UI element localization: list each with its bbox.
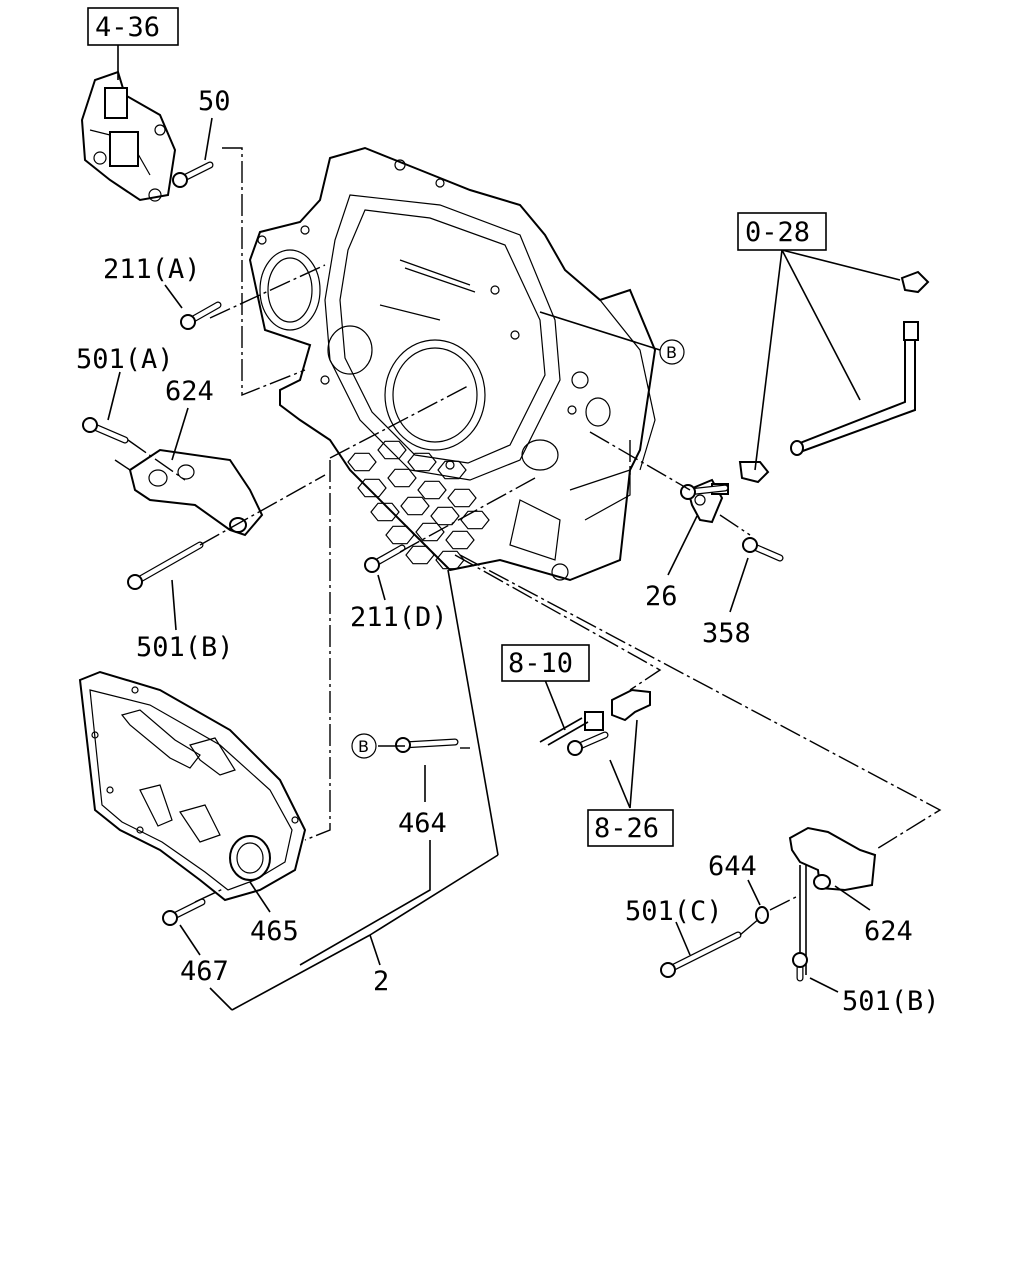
honeycomb-cell [370, 502, 400, 522]
honeycomb-cell [435, 550, 465, 570]
bracket-624-lower [788, 826, 877, 975]
label-b-upper[interactable]: B [666, 343, 677, 362]
bolt-501c [660, 931, 742, 978]
ref-box-0-28 [737, 212, 827, 251]
label-26[interactable]: 26 [645, 581, 678, 612]
ref-8-26[interactable]: 8-26 [594, 813, 659, 844]
honeycomb-cell [347, 452, 377, 472]
label-501b-right[interactable]: 501(B) [842, 986, 940, 1017]
ref-box-8-10 [501, 644, 590, 682]
label-211a[interactable]: 211(A) [103, 254, 201, 285]
label-624-upper[interactable]: 624 [165, 376, 214, 407]
honeycomb-cell [447, 488, 477, 508]
vacuum-pump-assembly [80, 45, 177, 202]
bolt-8-26 [567, 731, 609, 756]
label-501b-left[interactable]: 501(B) [136, 632, 234, 663]
front-cover [78, 670, 307, 902]
honeycomb-cell [387, 468, 417, 488]
assembly-center-lines [114, 147, 942, 936]
ref-4-36[interactable]: 4-36 [95, 12, 160, 43]
bolt-467 [162, 898, 206, 926]
ref-0-28[interactable]: 0-28 [745, 217, 810, 248]
label-b-mid[interactable]: B [358, 737, 369, 756]
honeycomb-cell [385, 525, 415, 545]
bolt-26-stud [680, 484, 729, 500]
bolt-464 [395, 737, 459, 753]
label-2[interactable]: 2 [373, 966, 389, 997]
honeycomb-cell [405, 545, 435, 565]
leader-lines [107, 117, 901, 1011]
honeycomb-cell [437, 460, 467, 480]
bolt-211d [364, 544, 406, 573]
ref-box-8-26 [587, 809, 674, 847]
bolt-501b-right [792, 952, 808, 982]
honeycomb-cell [377, 440, 407, 460]
circle-b-mid [351, 733, 377, 759]
honeycomb-cell [460, 510, 490, 530]
label-644[interactable]: 644 [708, 851, 757, 882]
honeycomb-cell [400, 496, 430, 516]
honeycomb-cell [445, 530, 475, 550]
bolt-501a [82, 417, 129, 444]
honeycomb-cell [415, 522, 445, 542]
flywheel-housing [248, 146, 657, 582]
circle-b-upper [659, 339, 685, 365]
pipe-assembly [738, 270, 930, 484]
honeycomb-cell [417, 480, 447, 500]
honeycomb-ribs [347, 440, 490, 570]
bolt-358 [742, 537, 784, 562]
honeycomb-cell [407, 452, 437, 472]
label-464[interactable]: 464 [398, 808, 447, 839]
label-358[interactable]: 358 [702, 618, 751, 649]
label-624-lower[interactable]: 624 [864, 916, 913, 947]
sensor-8-10 [539, 688, 651, 746]
label-50[interactable]: 50 [198, 86, 231, 117]
bracket-624-upper [128, 448, 264, 537]
label-467[interactable]: 467 [180, 956, 229, 987]
honeycomb-cell [357, 478, 387, 498]
ref-box-4-36 [87, 7, 179, 46]
bolt-50 [172, 161, 214, 188]
label-501c[interactable]: 501(C) [625, 896, 723, 927]
callout-labels: 4-36 50 211(A) 501(A) 624 0-28 B 26 358 … [76, 7, 940, 1017]
label-465[interactable]: 465 [250, 916, 299, 947]
honeycomb-cell [430, 506, 460, 526]
bolts [82, 161, 808, 982]
ref-8-10[interactable]: 8-10 [508, 648, 573, 679]
label-501a[interactable]: 501(A) [76, 344, 174, 375]
bolt-211a [180, 301, 222, 330]
bolt-501b-left [127, 541, 204, 590]
washer-644 [755, 906, 769, 924]
label-211d[interactable]: 211(D) [350, 602, 448, 633]
